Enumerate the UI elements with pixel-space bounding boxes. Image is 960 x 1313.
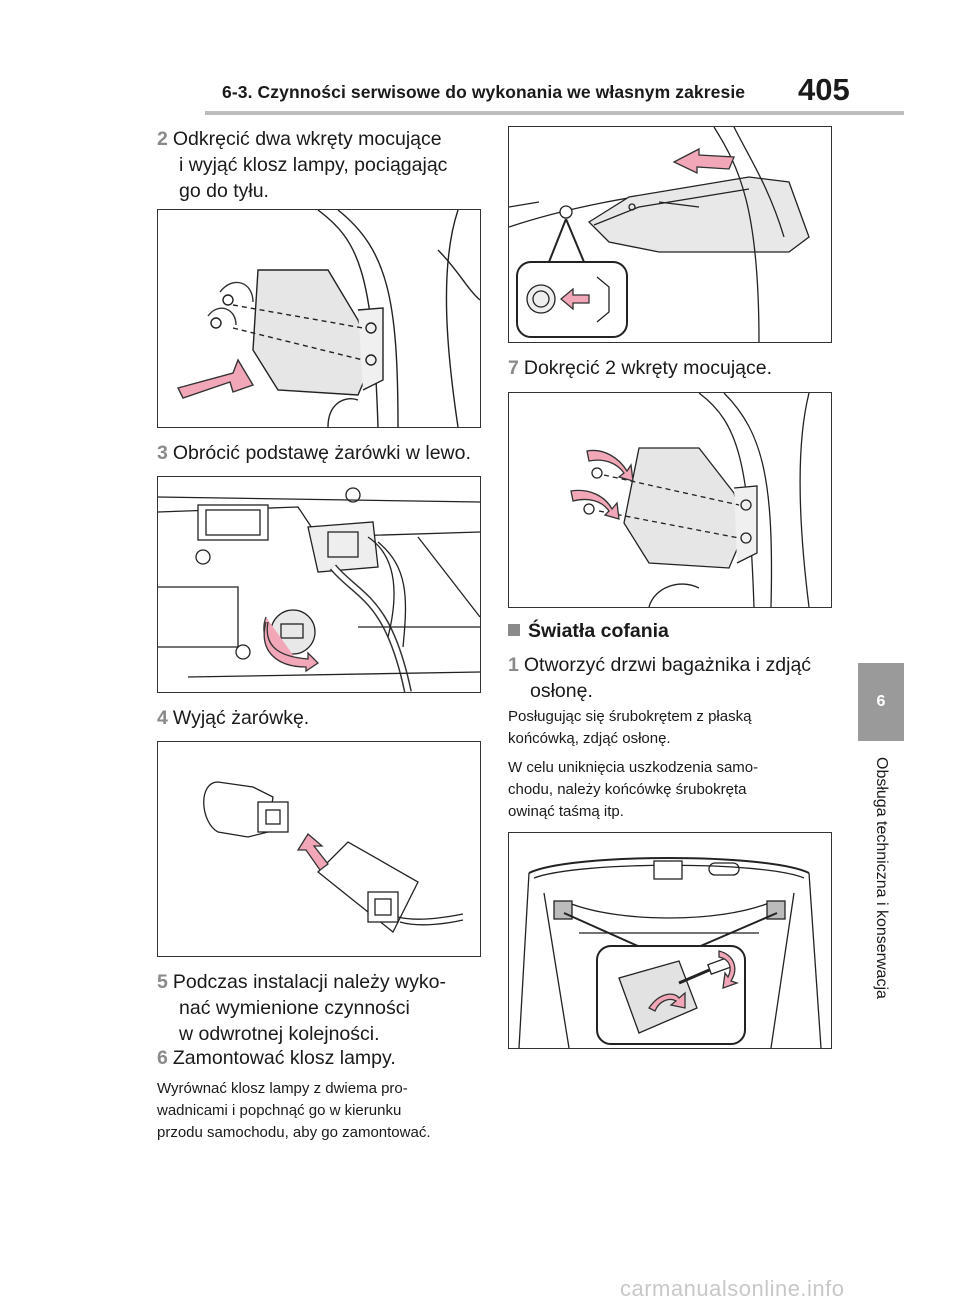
figure-remove-lamp-lens	[157, 209, 481, 428]
header-rule	[205, 111, 904, 115]
figure-remove-bulb	[157, 741, 481, 957]
step-text: osłonę.	[530, 680, 593, 702]
page-number: 405	[798, 72, 850, 107]
step-number: 5	[157, 971, 168, 993]
step-number: 7	[508, 357, 519, 379]
section-title: 6-3. Czynności serwisowe do wykonania we…	[222, 82, 746, 102]
section-heading-text: Światła cofania	[528, 620, 669, 642]
section-heading: Światła cofania	[508, 620, 669, 643]
step-number: 3	[157, 442, 168, 464]
watermark: carmanualsonline.info	[620, 1276, 845, 1301]
step-text: nać wymienione czynności	[179, 997, 410, 1019]
step-text: w odwrotnej kolejności.	[179, 1023, 380, 1045]
note-line: chodu, należy końcówkę śrubokręta	[508, 781, 747, 798]
note-line: Posługując się śrubokrętem z płaską	[508, 708, 752, 725]
step-text: Zamontować klosz lampy.	[172, 1047, 396, 1069]
note-line: Wyrównać klosz lampy z dwiema pro-	[157, 1080, 408, 1097]
note-line: W celu uniknięcia uszkodzenia samo-	[508, 759, 759, 776]
step-text: go do tyłu.	[179, 180, 269, 202]
step-text: i wyjąć klosz lampy, pociągając	[179, 154, 448, 176]
figure-tighten-screws	[508, 392, 832, 608]
step-number: 4	[157, 707, 168, 729]
step-text: Podczas instalacji należy wyko-	[172, 971, 446, 993]
step-number: 6	[157, 1047, 168, 1069]
step-number: 1	[508, 654, 519, 676]
note-caution: W celu uniknięcia uszkodzenia samo- chod…	[508, 757, 843, 823]
figure-install-lamp-lens	[508, 126, 832, 343]
step-text: Odkręcić dwa wkręty mocujące	[172, 128, 442, 150]
chapter-title: Obsługa techniczna i konserwacja	[873, 757, 890, 999]
note-line: owinąć taśmą itp.	[508, 803, 624, 820]
note-step-6: Wyrównać klosz lampy z dwiema pro- wadni…	[157, 1078, 492, 1144]
section-bullet-icon	[508, 624, 520, 636]
note-line: przodu samochodu, aby go zamontować.	[157, 1124, 431, 1141]
step-number: 2	[157, 128, 168, 150]
step-text: Dokręcić 2 wkręty mocujące.	[523, 357, 773, 379]
note-line: wadnicami i popchnąć go w kierunku	[157, 1102, 402, 1119]
note-step-1: Posługując się śrubokrętem z płaską końc…	[508, 706, 843, 750]
step-text: Wyjąć żarówkę.	[172, 707, 310, 729]
figure-remove-cover	[508, 832, 832, 1049]
step-text: Obrócić podstawę żarówki w lewo.	[172, 442, 471, 464]
chapter-tab: 6	[858, 663, 904, 741]
note-line: końcówką, zdjąć osłonę.	[508, 730, 671, 747]
figure-rotate-bulb-base	[157, 476, 481, 693]
step-text: Otworzyć drzwi bagażnika i zdjąć	[523, 654, 812, 676]
